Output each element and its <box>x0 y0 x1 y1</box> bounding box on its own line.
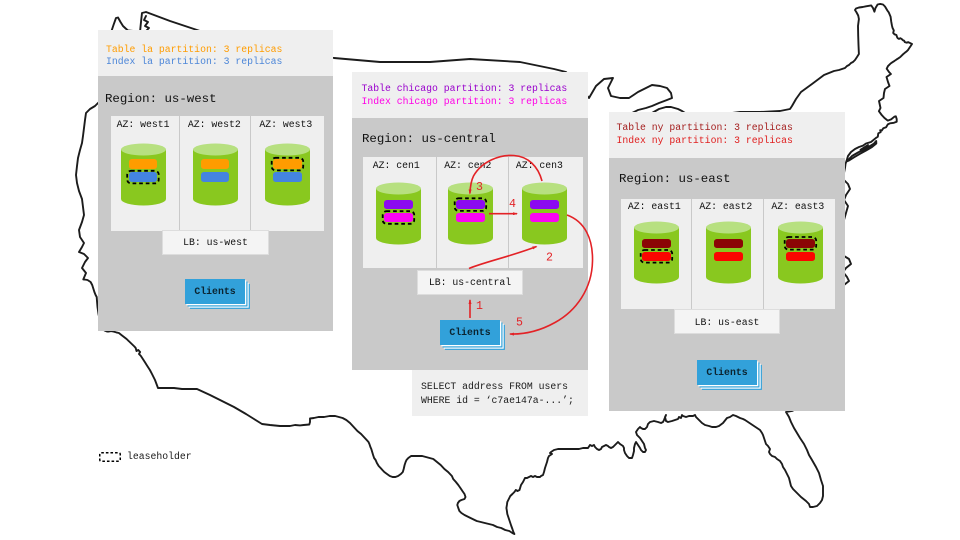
svg-text:3: 3 <box>476 181 483 194</box>
svg-text:5: 5 <box>516 317 523 330</box>
svg-text:1: 1 <box>476 300 483 313</box>
svg-text:4: 4 <box>509 198 516 211</box>
svg-text:2: 2 <box>546 252 553 265</box>
